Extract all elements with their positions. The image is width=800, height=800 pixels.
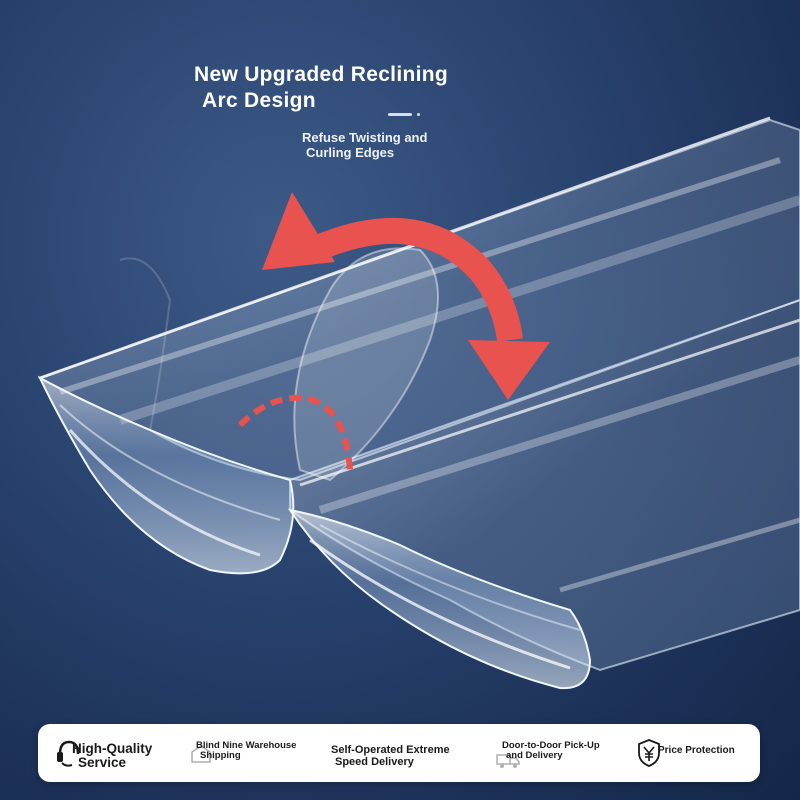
service-line-2: Shipping	[200, 750, 241, 761]
service-line-1: Self-Operated Extreme	[331, 744, 450, 756]
headline: New Upgraded Reclining Arc Design	[194, 62, 448, 114]
service-item-door-to-door: Door-to-Door Pick-Up and Delivery	[496, 724, 626, 782]
yuan-shield-icon	[638, 739, 660, 767]
service-bar: High-Quality Service Blind Nine Warehous…	[38, 724, 760, 782]
subheadline: Refuse Twisting and Curling Edges	[302, 130, 427, 160]
service-line-1: Price Protection	[658, 745, 735, 756]
service-line-2: Service	[78, 755, 127, 770]
headline-line-1: New Upgraded Reclining	[194, 63, 448, 86]
warehouse-icon	[191, 745, 211, 763]
service-line-1: High-Quality	[72, 741, 153, 756]
service-item-warehouse: Blind Nine Warehouse Shipping	[188, 724, 318, 782]
subheadline-line-2: Curling Edges	[306, 145, 395, 160]
service-item-high-quality: High-Quality Service	[52, 724, 202, 782]
headset-icon	[57, 740, 80, 767]
service-line-1: Door-to-Door Pick-Up	[502, 740, 600, 751]
service-item-speed-delivery: Self-Operated Extreme Speed Delivery	[331, 724, 481, 782]
truck-icon	[496, 754, 520, 768]
service-line-2: Speed Delivery	[335, 756, 414, 768]
subheadline-line-1: Refuse Twisting and	[302, 130, 428, 145]
wiper-blade-illustration	[37, 118, 800, 690]
service-item-price-protection: Price Protection	[636, 724, 756, 782]
service-line-1: Blind Nine Warehouse	[196, 740, 297, 751]
divider-dot	[417, 113, 420, 116]
divider-dash	[388, 113, 412, 116]
service-line-2: and Delivery	[506, 750, 563, 761]
headline-line-2: Arc Design	[202, 89, 316, 112]
